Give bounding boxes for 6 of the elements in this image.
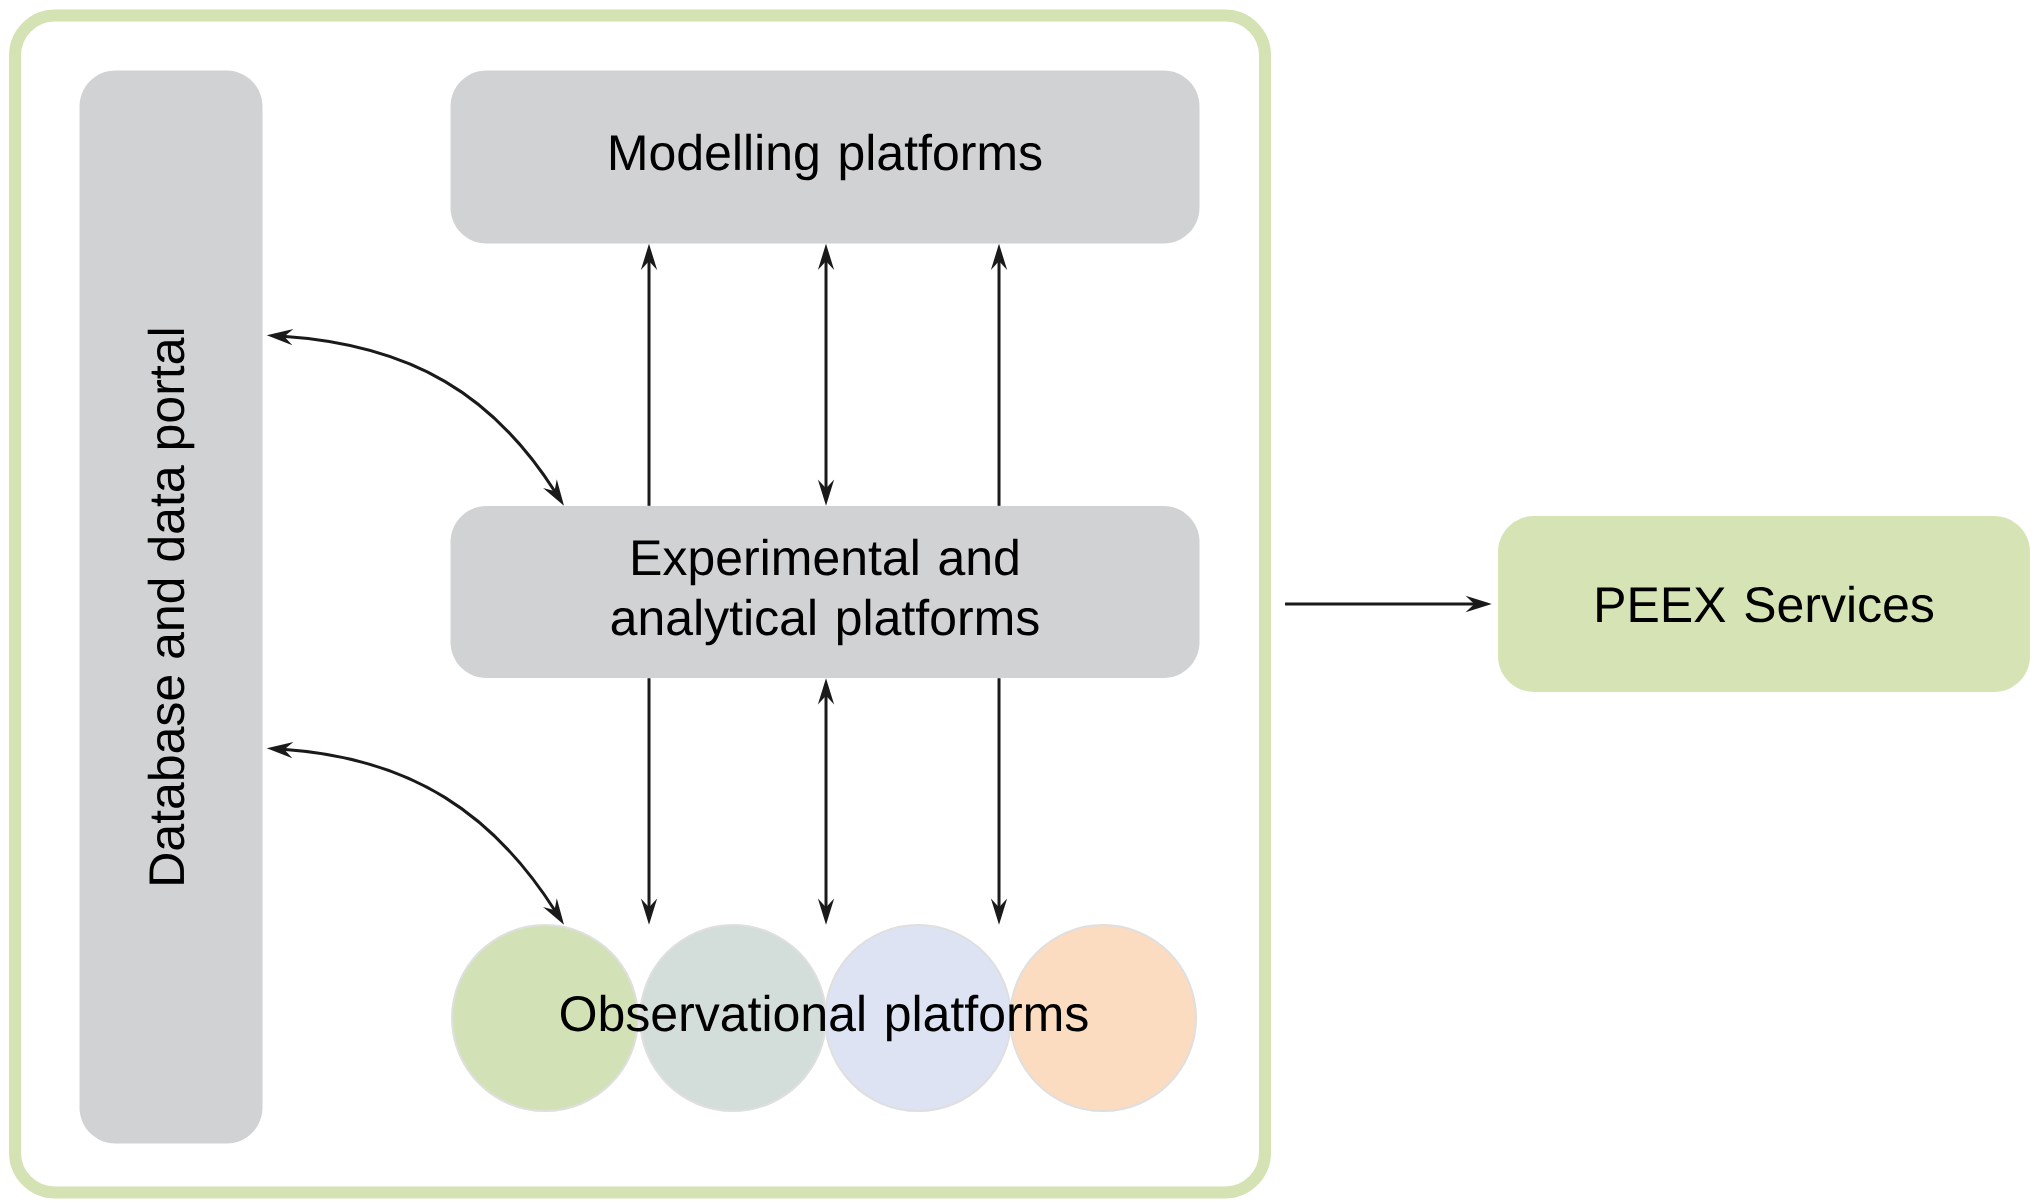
platform-box: Experimental and analytical platforms (450, 506, 1200, 678)
platform-box: Modelling platforms (450, 70, 1200, 244)
circle-cluster: Observational platforms (451, 924, 1197, 1112)
node-label: Observational platforms (560, 994, 1088, 1042)
platform-box: PEEX Services (1498, 516, 2030, 692)
platform-box: Database and data portal (79, 70, 263, 1144)
